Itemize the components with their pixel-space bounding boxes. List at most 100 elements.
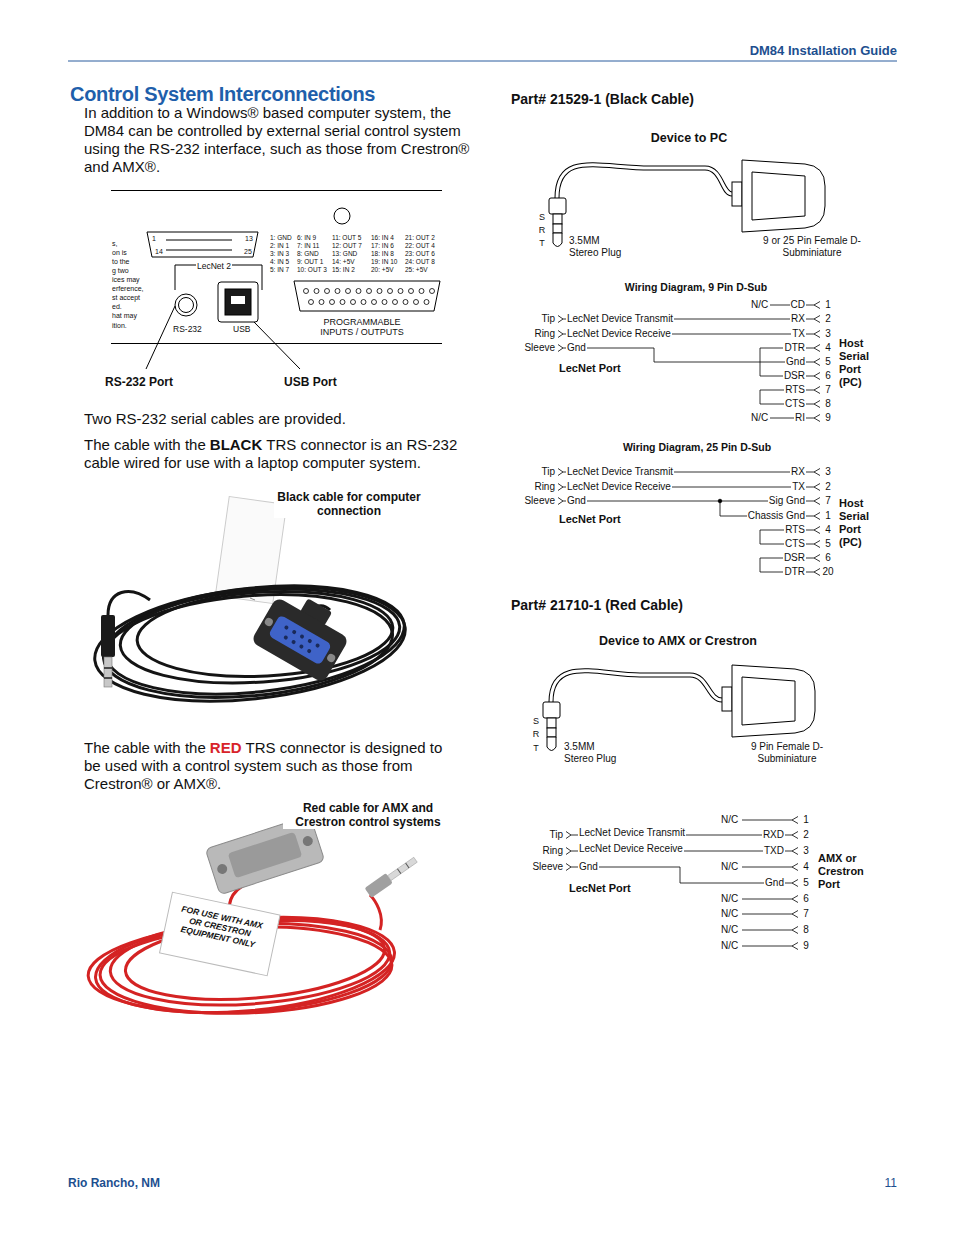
pin-assignment: 24: OUT 8	[405, 258, 435, 266]
pin-number: 3	[825, 328, 831, 340]
pin-assignment: 11: OUT 5	[332, 234, 361, 242]
cable-drawing	[543, 665, 815, 751]
pin-assignment: 9: OUT 1	[297, 258, 323, 266]
panel-text: to the	[112, 258, 130, 266]
panel-text: ices may	[112, 276, 140, 284]
panel-text: 25	[244, 248, 252, 256]
pin-number: 8	[803, 924, 809, 936]
contact-letter: S	[539, 212, 545, 222]
drawing-label: 9 or 25 Pin Female D-Subminiature	[752, 235, 872, 259]
body-text: The cable with the	[84, 436, 206, 453]
pin-label: LecNet Device Receive	[578, 843, 684, 855]
pin-label: RX	[790, 313, 806, 325]
pin-assignment: 14: +5V	[332, 258, 355, 266]
body-text: BLACK	[210, 436, 263, 453]
pin-label: N/C	[720, 861, 739, 873]
pin-number: 6	[825, 370, 831, 382]
contact-letter: S	[533, 716, 539, 726]
body-text: The cable with the	[84, 739, 206, 756]
pin-number: 2	[825, 313, 831, 325]
pin-number: 4	[803, 861, 809, 873]
panel-text: ed.	[112, 303, 122, 311]
pin-assignment: 6: IN 9	[297, 234, 316, 242]
pin-label: Sleeve	[523, 495, 556, 507]
pin-number: 3	[825, 466, 831, 478]
pin-label: Tip	[540, 466, 556, 478]
part-heading: Part# 21710-1 (Red Cable)	[511, 597, 683, 613]
leader-line	[254, 322, 300, 369]
pin-number: 20	[822, 566, 833, 578]
pin-label: DTR	[783, 566, 806, 578]
port-label: LecNet Port	[559, 513, 621, 526]
pin-label: LecNet Device Receive	[566, 481, 672, 493]
pin-number: 7	[825, 384, 831, 396]
pin-label: Sleeve	[523, 342, 556, 354]
running-footer: Rio Rancho, NM	[68, 1176, 160, 1190]
pin-number: 4	[825, 342, 831, 354]
page-number: 11	[885, 1176, 897, 1190]
pin-assignment: 8: GND	[297, 250, 319, 258]
panel-text: st accept	[112, 294, 140, 302]
diagram-title: Wiring Diagram, 25 Pin D-Sub	[623, 441, 771, 453]
pin-label: N/C	[720, 940, 739, 952]
pin-label: LecNet Device Receive	[566, 328, 672, 340]
wiring-diagram	[566, 817, 798, 950]
pin-assignment: 25: +5V	[405, 266, 428, 274]
pin-label: DSR	[783, 370, 806, 382]
pin-number: 6	[803, 893, 809, 905]
pin-label: LecNet Device Transmit	[578, 827, 686, 839]
drawing-label: 9 Pin Female D-Subminiature	[737, 741, 837, 765]
pin-assignment: 3: IN 3	[270, 250, 289, 258]
pin-label: LecNet Device Transmit	[566, 313, 674, 325]
pin-label: N/C	[720, 924, 739, 936]
contact-letter: T	[539, 238, 545, 248]
port-label: LecNet Port	[559, 362, 621, 375]
pin-label: CD	[790, 299, 806, 311]
port-marking: RS-232	[172, 324, 203, 334]
pin-assignment: 13: GND	[332, 250, 357, 258]
panel-text: ition.	[112, 322, 127, 330]
pin-label: Gnd	[785, 356, 806, 368]
pin-label: Chassis Gnd	[747, 510, 806, 522]
panel-text: 13	[245, 235, 253, 243]
pin-assignment: 22: OUT 4	[405, 242, 435, 250]
drawing-title: Device to PC	[651, 131, 727, 145]
pin-label: N/C	[750, 412, 769, 424]
pin-label: N/C	[720, 908, 739, 920]
diagram-title: Wiring Diagram, 9 Pin D-Sub	[625, 281, 767, 293]
pin-label: LecNet Device Transmit	[566, 466, 674, 478]
tag-text: FOR USE WITH AMX OR CRESTRON EQUIPMENT O…	[173, 903, 267, 951]
panel-text: hat may	[112, 312, 137, 320]
pin-label: CTS	[784, 398, 806, 410]
wiring-diagram	[558, 302, 820, 422]
port-marking: PROGRAMMABLE INPUTS / OUTPUTS	[312, 317, 412, 337]
port-marking: LecNet 2	[196, 261, 232, 271]
pin-assignment: 17: IN 6	[371, 242, 394, 250]
drawing-label: 3.5MM Stereo Plug	[569, 235, 627, 259]
pin-assignment: 4: IN 5	[270, 258, 289, 266]
pin-assignment: 18: IN 8	[371, 250, 394, 258]
pin-assignment: 1: GND	[270, 234, 292, 242]
pin-number: 5	[803, 877, 809, 889]
panel-text: g two	[112, 267, 129, 275]
pin-label: Ring	[541, 845, 564, 857]
body-text: In addition to a Windows® based computer…	[84, 104, 479, 176]
panel-text: 1	[152, 235, 156, 243]
pin-label: Tip	[548, 829, 564, 841]
pin-assignment: 10: OUT 3	[297, 266, 327, 274]
pin-label: Gnd	[578, 861, 599, 873]
leader-line	[146, 306, 175, 369]
photo-caption: Black cable for computer connection	[274, 490, 424, 518]
cable-drawing	[549, 160, 825, 247]
pin-label: Tip	[540, 313, 556, 325]
contact-letter: T	[533, 743, 539, 753]
pin-number: 6	[825, 552, 831, 564]
paragraph: The cable with theBLACKTRS connector is …	[84, 436, 476, 472]
pin-label: TX	[791, 481, 806, 493]
panel-text: on is	[112, 249, 127, 257]
pin-label: Ring	[533, 328, 556, 340]
pin-label: DSR	[783, 552, 806, 564]
pin-label: RX	[790, 466, 806, 478]
pin-label: RTS	[784, 524, 806, 536]
